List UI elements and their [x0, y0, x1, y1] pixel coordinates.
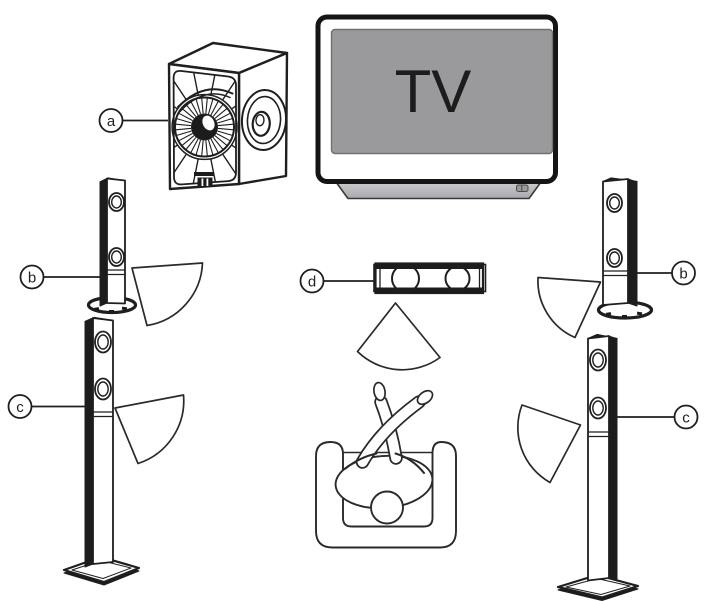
subwoofer-cone-fins	[175, 97, 234, 157]
center-speaker-driver-left	[391, 264, 420, 293]
front-speaker-left-side	[99, 178, 108, 307]
front-speaker-left	[86, 177, 138, 315]
callout-b-right-label: b	[679, 266, 687, 283]
front-speaker-right-side	[627, 178, 638, 307]
front-speaker-right	[596, 177, 654, 320]
callout-a-label: a	[107, 113, 116, 130]
surround-speaker-left-woofer	[94, 377, 112, 401]
dispersion-fan-surround-left	[114, 394, 185, 465]
tv-illustration: TV	[315, 14, 558, 200]
subwoofer-side-driver	[240, 89, 288, 151]
callout-c-right-label: c	[682, 410, 690, 427]
dispersion-fan-center	[356, 302, 441, 371]
surround-speaker-right-side	[608, 335, 618, 582]
dispersion-fan-front-right	[537, 276, 602, 339]
front-speaker-left-tweeter	[108, 192, 125, 212]
subwoofer-cone-highlight	[200, 114, 217, 132]
tv-screen	[330, 28, 554, 155]
subwoofer-illustration	[167, 41, 289, 191]
center-speaker-driver-right	[444, 265, 471, 292]
listener	[315, 381, 457, 549]
callout-b-left: b	[19, 264, 101, 290]
subwoofer-logo	[194, 172, 214, 176]
callout-c-left-label: c	[16, 399, 24, 416]
callout-c-right: c	[613, 404, 699, 430]
surround-speaker-left-tweeter	[94, 330, 112, 354]
front-speaker-right-woofer	[606, 248, 623, 268]
front-speaker-left-woofer	[108, 247, 125, 267]
listener-foot-left	[373, 381, 386, 402]
callout-b-right: b	[633, 260, 696, 286]
subwoofer-woofer-ring	[171, 93, 238, 161]
armchair	[315, 441, 457, 549]
listener-legs	[355, 381, 434, 469]
tv-label: TV	[395, 58, 472, 125]
listener-foot-right	[416, 389, 434, 406]
front-speaker-right-front	[602, 178, 629, 306]
callout-d: d	[299, 268, 376, 294]
listener-arm-left	[344, 452, 378, 470]
surround-speaker-left-side	[84, 317, 94, 568]
surround-speaker-right-woofer	[589, 396, 607, 420]
callout-a: a	[98, 108, 168, 133]
surround-speaker-left-front	[92, 317, 114, 565]
dispersion-fan-front-left	[131, 262, 204, 327]
callout-d-label: d	[308, 274, 316, 291]
surround-speaker-left	[62, 316, 141, 586]
dispersion-fan-surround-right	[517, 404, 582, 484]
listener-arm-right	[394, 452, 425, 474]
front-speaker-right-tweeter	[606, 193, 623, 213]
callout-b-left-label: b	[28, 270, 36, 287]
center-speaker	[373, 262, 487, 295]
surround-speaker-right-front	[587, 335, 610, 582]
callout-c-left: c	[7, 394, 88, 419]
subwoofer-feet	[197, 177, 213, 187]
surround-speaker-right	[556, 333, 640, 601]
surround-speaker-right-base	[556, 573, 640, 599]
listener-head	[370, 490, 404, 525]
surround-speaker-right-tweeter	[589, 348, 607, 372]
